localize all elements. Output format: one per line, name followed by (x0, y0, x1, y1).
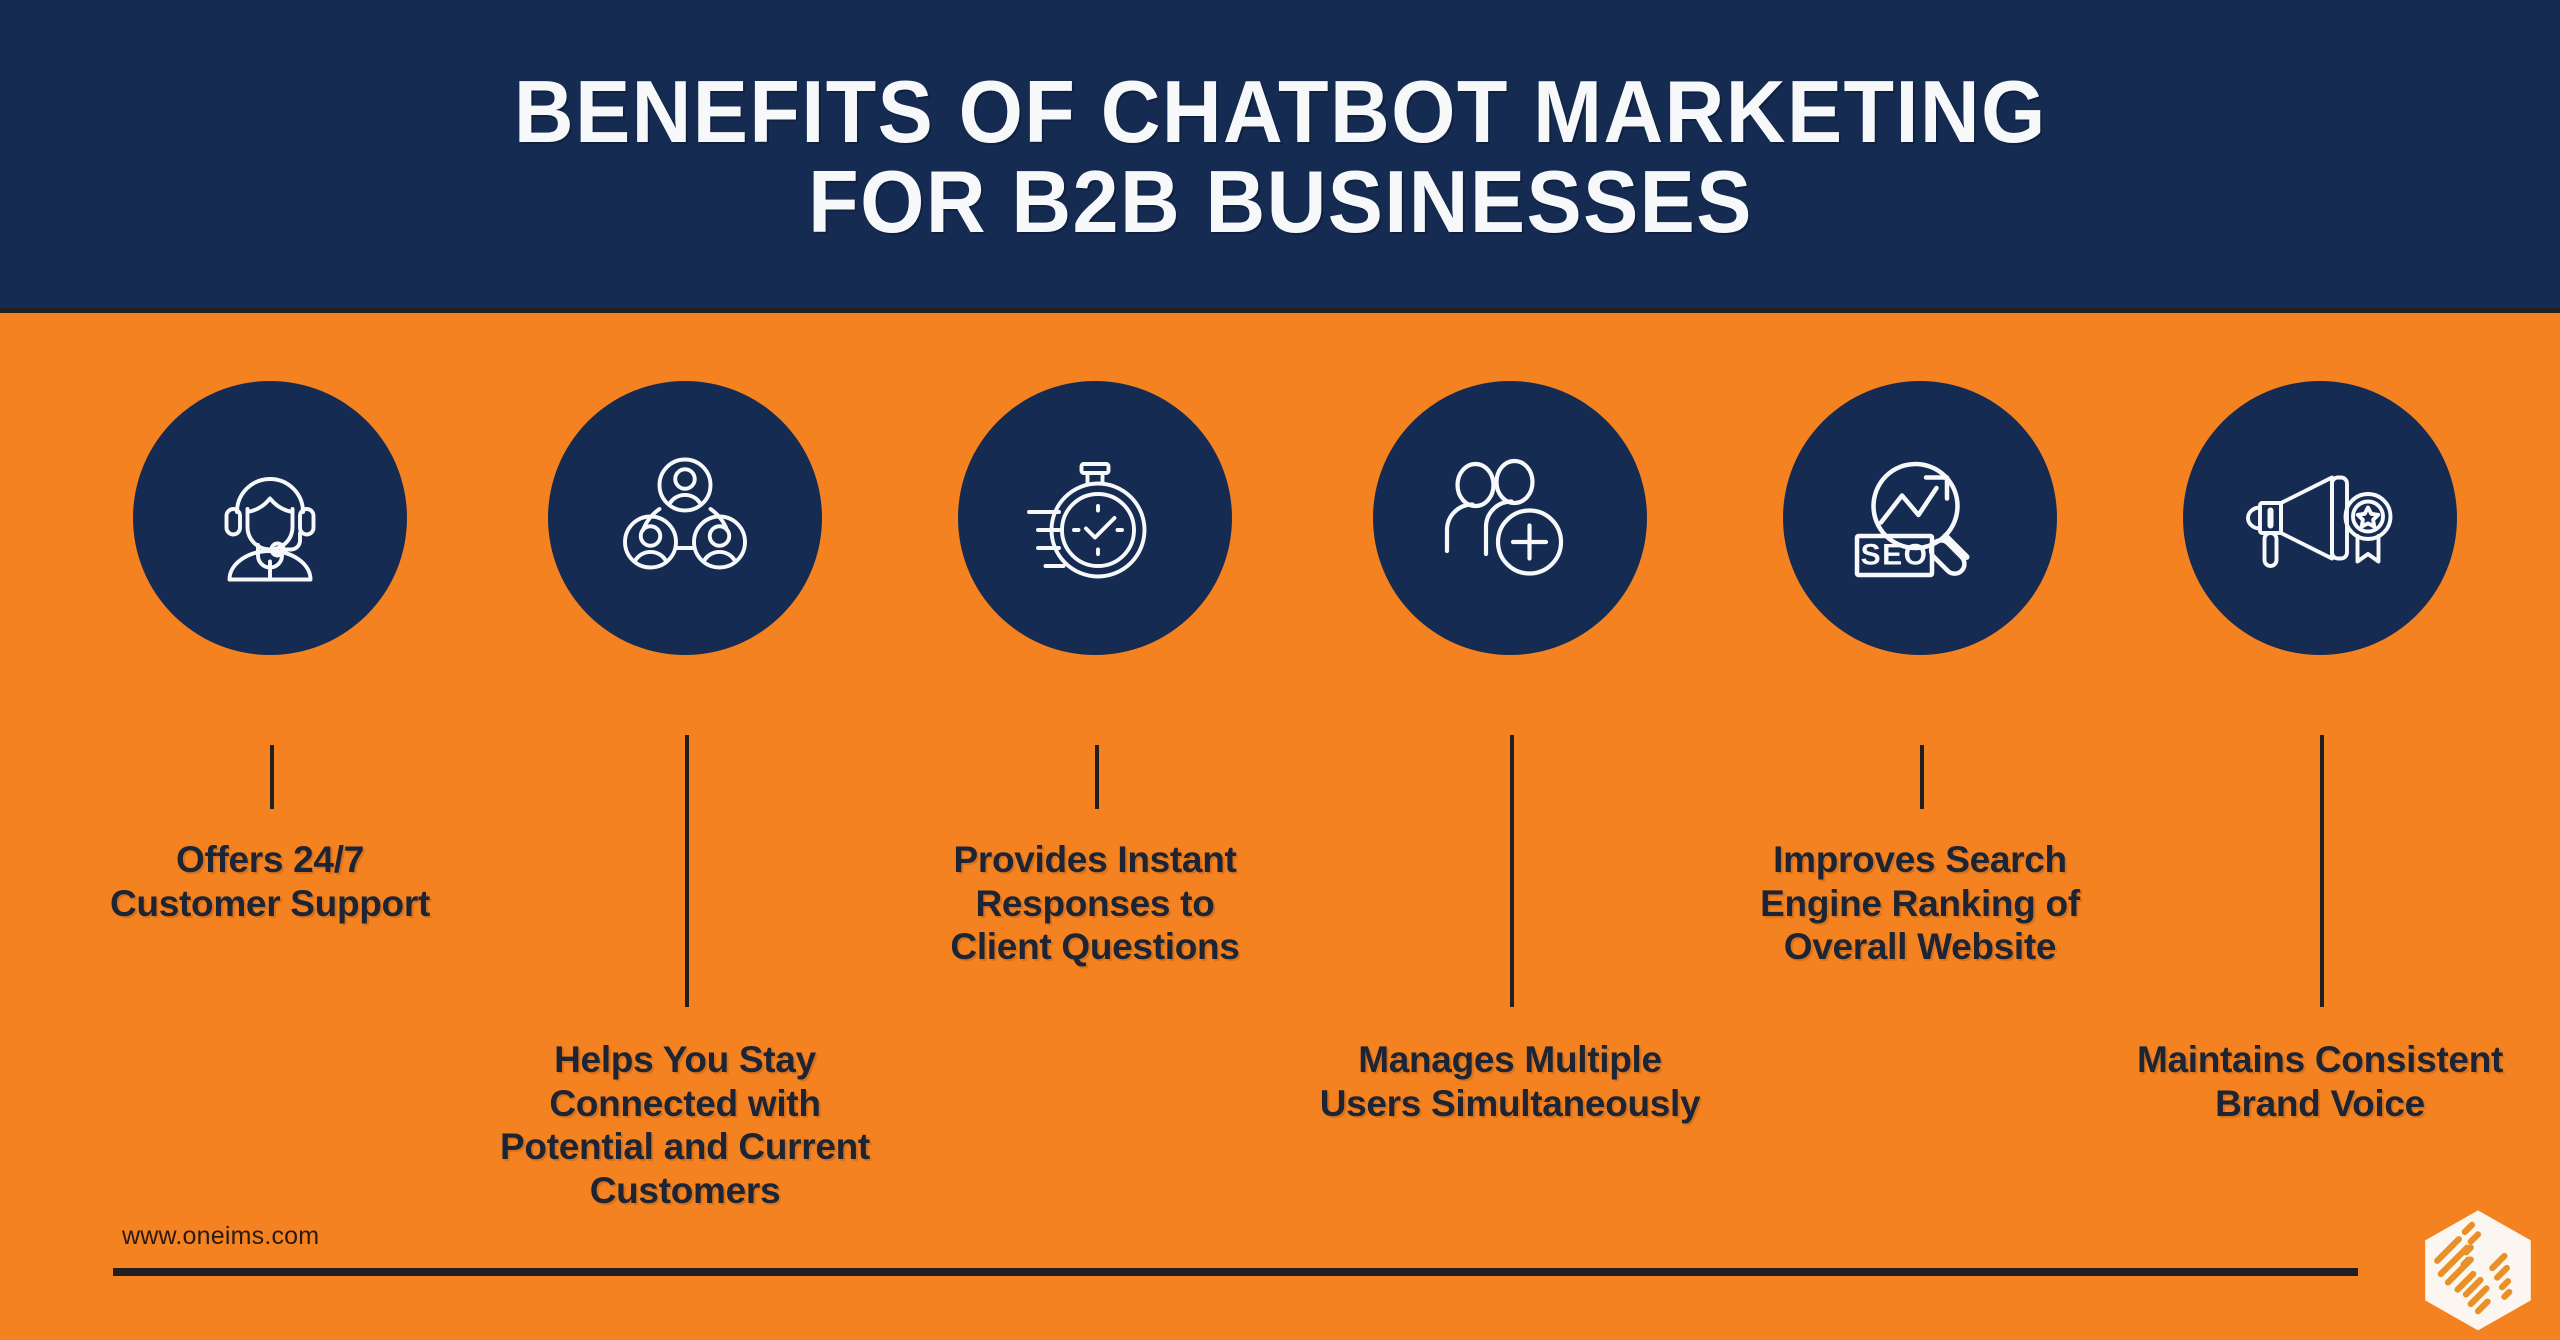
benefit-caption-1: Offers 24/7 Customer Support (55, 838, 485, 925)
caption-line: Engine Ranking of (1760, 882, 2080, 924)
benefit-caption-3: Provides Instant Responses to Client Que… (880, 838, 1310, 969)
website-url[interactable]: www.oneims.com (122, 1222, 320, 1250)
caption-line: Maintains Consistent (2136, 1039, 2504, 1080)
benefit-caption-4: Manages Multiple Users Simultaneously (1295, 1038, 1725, 1125)
people-network-icon (623, 457, 747, 570)
caption-line: Connected with (549, 1082, 821, 1124)
footer-rule (113, 1268, 2358, 1276)
caption-line: Manages Multiple (1358, 1039, 1662, 1080)
connector-line-4 (1510, 735, 1514, 1007)
connector-line-1 (270, 745, 274, 809)
caption-line: Customer Support (110, 882, 430, 924)
caption-line: Potential and Current (500, 1126, 870, 1168)
caption-line: Helps You Stay (554, 1039, 816, 1080)
page-title-line-2: FOR B2B BUSINESSES (807, 151, 1753, 251)
headset-support-agent-icon (224, 477, 316, 582)
benefits-row: Offers 24/7 Customer Support (0, 313, 2560, 1340)
benefit-caption-2: Helps You Stay Connected with Potential … (470, 1038, 900, 1213)
benefit-caption-5: Improves Search Engine Ranking of Overal… (1705, 838, 2135, 969)
caption-line: Users Simultaneously (1319, 1082, 1701, 1124)
caption-line: Customers (589, 1169, 781, 1211)
benefit-icon-circle-6 (2183, 381, 2457, 655)
oneims-hexagon-logo (2418, 1208, 2538, 1332)
benefit-icon-circle-3 (958, 381, 1232, 655)
stopwatch-speed-icon (1027, 462, 1147, 579)
benefit-icon-circle-2 (548, 381, 822, 655)
caption-line: Responses to (975, 882, 1215, 924)
benefit-icon-circle-4 (1373, 381, 1647, 655)
seo-magnifier-growth-icon: SEO (1854, 461, 1970, 578)
connector-line-3 (1095, 745, 1099, 809)
caption-line: Overall Website (1783, 926, 2057, 968)
connector-line-6 (2320, 735, 2324, 1007)
benefit-icon-circle-1 (133, 381, 407, 655)
benefit-caption-6: Maintains Consistent Brand Voice (2105, 1038, 2535, 1125)
hexagon-logo-icon (2425, 1210, 2531, 1331)
svg-text:SEO: SEO (1861, 539, 1929, 572)
caption-line: Brand Voice (2215, 1082, 2425, 1124)
megaphone-award-icon (2246, 475, 2393, 568)
page-title-line-1: BENEFITS OF CHATBOT MARKETING (513, 61, 2047, 161)
caption-line: Provides Instant (953, 839, 1237, 880)
caption-line: Improves Search (1773, 839, 2067, 880)
header-band: BENEFITS OF CHATBOT MARKETING FOR B2B BU… (0, 0, 2560, 313)
benefit-icon-circle-5: SEO (1783, 381, 2057, 655)
caption-line: Offers 24/7 (176, 839, 364, 880)
connector-line-2 (685, 735, 689, 1007)
caption-line: Client Questions (950, 926, 1240, 968)
header-bottom-rule (0, 308, 2560, 313)
add-users-icon (1444, 458, 1564, 576)
connector-line-5 (1920, 745, 1924, 809)
